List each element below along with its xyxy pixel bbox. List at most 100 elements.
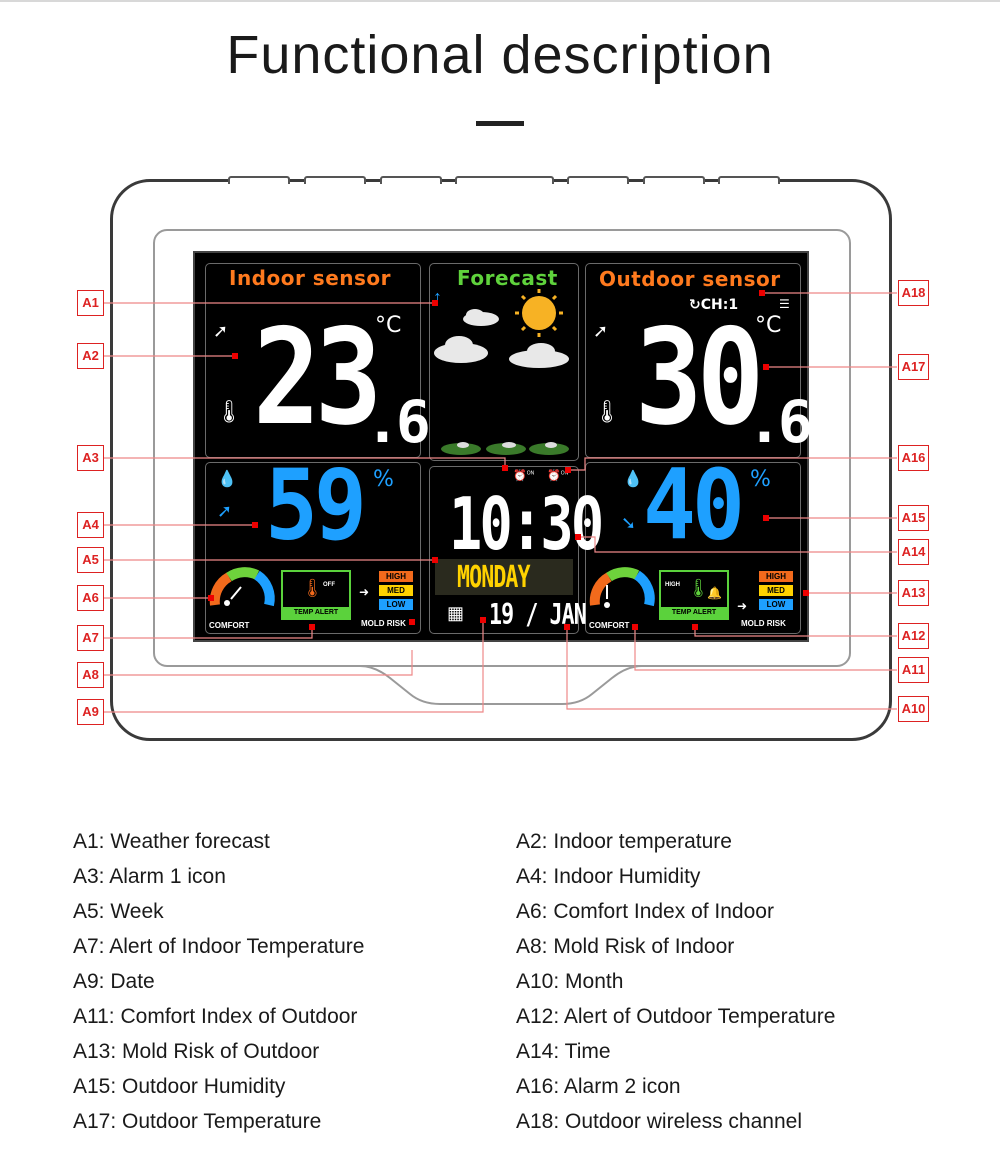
- outdoor-humidity-unit: %: [750, 467, 771, 492]
- legend-item: A14: Time: [516, 1040, 611, 1063]
- callout-a10: A10: [898, 696, 929, 722]
- outdoor-temperature-value: 30: [635, 299, 764, 455]
- callout-a8: A8: [77, 662, 104, 688]
- legend-item: A4: Indoor Humidity: [516, 865, 701, 888]
- callout-a17: A17: [898, 354, 929, 380]
- indoor-humidity-drop-icon: 💧: [217, 471, 237, 488]
- callout-a1: A1: [77, 290, 104, 316]
- callout-dot-a9: [480, 617, 486, 623]
- refresh-icon: ↻: [689, 297, 701, 313]
- outdoor-sensor-header: Outdoor sensor: [599, 267, 781, 291]
- legend-item: A8: Mold Risk of Indoor: [516, 935, 735, 958]
- outdoor-alert-high: HIGH: [665, 582, 680, 588]
- indoor-humidity-trend-icon: ➚: [217, 501, 233, 521]
- callout-dot-a12: [692, 624, 698, 630]
- top-divider: [0, 0, 1000, 2]
- callout-a16: A16: [898, 445, 929, 471]
- indoor-humidity-panel: [205, 462, 421, 634]
- callout-dot-a5: [432, 557, 438, 563]
- callout-dot-a10: [564, 624, 570, 630]
- indoor-mold-med: MED: [379, 585, 413, 596]
- outdoor-humidity-drop-icon: 💧: [623, 471, 643, 488]
- forecast-arrow-icon: ↑: [433, 287, 442, 307]
- title-underline: [476, 121, 524, 126]
- callout-dot-a14: [575, 534, 581, 540]
- callout-a15: A15: [898, 505, 929, 531]
- weekday-display: MONDAY: [457, 559, 531, 595]
- callout-a6: A6: [77, 585, 104, 611]
- callout-dot-a4: [252, 522, 258, 528]
- top-button-6: [643, 176, 705, 184]
- legend-item: A9: Date: [73, 970, 155, 993]
- forecast-panel: [429, 263, 579, 461]
- outdoor-mold-med: MED: [759, 585, 793, 596]
- legend-item: A13: Mold Risk of Outdoor: [73, 1040, 320, 1063]
- indoor-comfort-dry: DRY: [221, 566, 234, 572]
- weekday-band: [435, 559, 573, 595]
- callout-a9: A9: [77, 699, 104, 725]
- indoor-mold-label: MOLD RISK: [361, 619, 406, 628]
- callout-dot-a15: [763, 515, 769, 521]
- callout-a12: A12: [898, 623, 929, 649]
- callout-dot-a6: [208, 595, 214, 601]
- alarm-1-icon: ⏰ON: [513, 470, 535, 482]
- indoor-mold-arrow-icon: ➜: [359, 585, 370, 599]
- callout-a4: A4: [77, 512, 104, 538]
- indoor-alert-off: OFF: [323, 582, 335, 588]
- outdoor-mold-low: LOW: [759, 599, 793, 610]
- outdoor-trend-up-icon: ➚: [593, 321, 609, 341]
- legend-item: A15: Outdoor Humidity: [73, 1075, 286, 1098]
- outdoor-mold-high: HIGH: [759, 571, 793, 582]
- legend-item: A2: Indoor temperature: [516, 830, 732, 853]
- legend-item: A6: Comfort Index of Indoor: [516, 900, 774, 923]
- callout-a3: A3: [77, 445, 104, 471]
- top-button-7: [718, 176, 780, 184]
- callout-a2: A2: [77, 343, 104, 369]
- outdoor-humidity-panel: [585, 462, 801, 634]
- indoor-comfort-gauge: [209, 567, 275, 607]
- callout-a5: A5: [77, 547, 104, 573]
- legend-item: A17: Outdoor Temperature: [73, 1110, 322, 1133]
- outdoor-comfort-label: COMFORT: [589, 621, 630, 630]
- indoor-mold-high: HIGH: [379, 571, 413, 582]
- indoor-sensor-header: Indoor sensor: [229, 266, 392, 290]
- indoor-mold-low: LOW: [379, 599, 413, 610]
- callout-dot-a13: [803, 590, 809, 596]
- outdoor-mold-arrow-icon: ➜: [737, 599, 748, 613]
- outdoor-comfort-gauge: [589, 567, 655, 608]
- trend-up-icon: ➚: [213, 321, 229, 341]
- outdoor-thermometer-icon: 🌡: [593, 399, 621, 424]
- signal-icon: ☰: [779, 297, 790, 311]
- outdoor-temp-alert: HIGH 🌡 🔔 TEMP ALERT: [659, 570, 729, 620]
- outdoor-mold-label: MOLD RISK: [741, 619, 786, 628]
- channel-label: CH:1: [700, 297, 739, 313]
- indoor-temp-alert: 🌡 OFF TEMP ALERT: [281, 570, 351, 620]
- top-button-1: [228, 176, 290, 184]
- calendar-icon: ▦: [447, 603, 465, 623]
- outdoor-alert-bell-icon: 🔔: [707, 586, 722, 600]
- legend-item: A16: Alarm 2 icon: [516, 1075, 681, 1098]
- legend-item: A12: Alert of Outdoor Temperature: [516, 1005, 836, 1028]
- outdoor-temp-unit: °C: [755, 313, 782, 338]
- callout-dot-a7: [309, 624, 315, 630]
- thermometer-icon: 🌡: [215, 399, 243, 424]
- legend-item: A11: Comfort Index of Outdoor: [73, 1005, 358, 1028]
- legend-item: A18: Outdoor wireless channel: [516, 1110, 802, 1133]
- outdoor-humidity-value: 40: [643, 448, 745, 562]
- callout-a18: A18: [898, 280, 929, 306]
- page-title: Functional description: [226, 25, 774, 85]
- alarm-2-icon: ⏰ON: [547, 470, 569, 482]
- indoor-alert-thermometer-icon: 🌡: [301, 578, 324, 598]
- channel-indicator: ↻CH:1: [689, 297, 738, 313]
- legend-item: A7: Alert of Indoor Temperature: [73, 935, 365, 958]
- forecast-header: Forecast: [457, 266, 558, 290]
- weather-forecast-icon: [434, 289, 569, 455]
- top-button-3: [380, 176, 442, 184]
- callout-dot-a16: [565, 467, 571, 473]
- callout-a7: A7: [77, 625, 104, 651]
- callout-dot-a18: [759, 290, 765, 296]
- outdoor-humidity-trend-icon: ➘: [621, 513, 637, 533]
- outdoor-temperature-decimal: .6: [747, 388, 813, 456]
- indoor-temperature-value: 23: [253, 299, 382, 455]
